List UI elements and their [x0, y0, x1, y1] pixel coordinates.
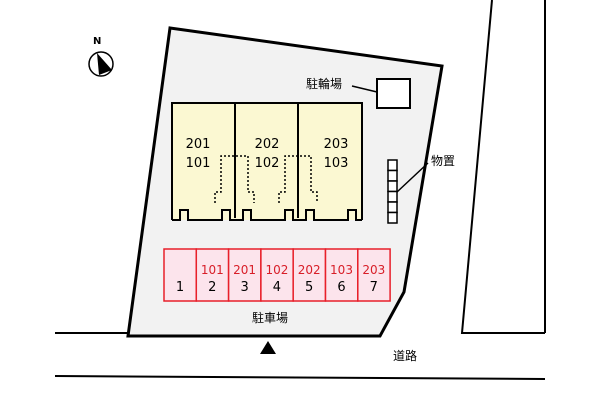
parking-number: 2	[208, 280, 216, 295]
parking-unit-label: 203	[362, 263, 385, 277]
parking-number: 3	[240, 280, 248, 295]
storage-cell	[387, 201, 398, 214]
parking-number: 4	[273, 280, 281, 295]
building	[171, 102, 363, 221]
parking-number: 5	[305, 280, 313, 295]
road-edge	[54, 375, 546, 380]
parking-slot: 1	[163, 248, 198, 302]
storage-cell	[387, 159, 398, 172]
road-label: 道路	[393, 348, 417, 363]
north-compass-icon: N	[88, 36, 114, 77]
unit-lower-label: 103	[324, 156, 349, 171]
entrance-arrow-icon	[260, 341, 276, 354]
road-edge	[460, 0, 545, 334]
storage-cell	[387, 190, 398, 203]
parking-unit-label: 101	[201, 263, 224, 277]
parking-unit-label: 202	[298, 263, 321, 277]
storage-cell	[387, 169, 398, 182]
storage-cell	[387, 180, 398, 193]
parking-label: 駐車場	[252, 310, 288, 325]
unit-lower-label: 102	[255, 156, 280, 171]
unit-lower-label: 101	[186, 156, 211, 171]
bicycle-parking	[376, 78, 411, 109]
unit-upper-label: 202	[255, 137, 280, 152]
parking-unit-label: 201	[233, 263, 256, 277]
storage-label: 物置	[431, 154, 455, 168]
storage	[387, 159, 398, 224]
parking-number: 1	[176, 280, 184, 295]
compass-label: N	[93, 36, 101, 47]
storage-cell	[387, 211, 398, 224]
parking-unit-label: 102	[265, 263, 288, 277]
parking-number: 6	[337, 280, 345, 295]
bicycle-parking-label: 駐輪場	[306, 76, 342, 91]
parking-number: 7	[370, 280, 378, 295]
unit-upper-label: 203	[324, 137, 349, 152]
unit-upper-label: 201	[186, 137, 211, 152]
parking-unit-label: 103	[330, 263, 353, 277]
